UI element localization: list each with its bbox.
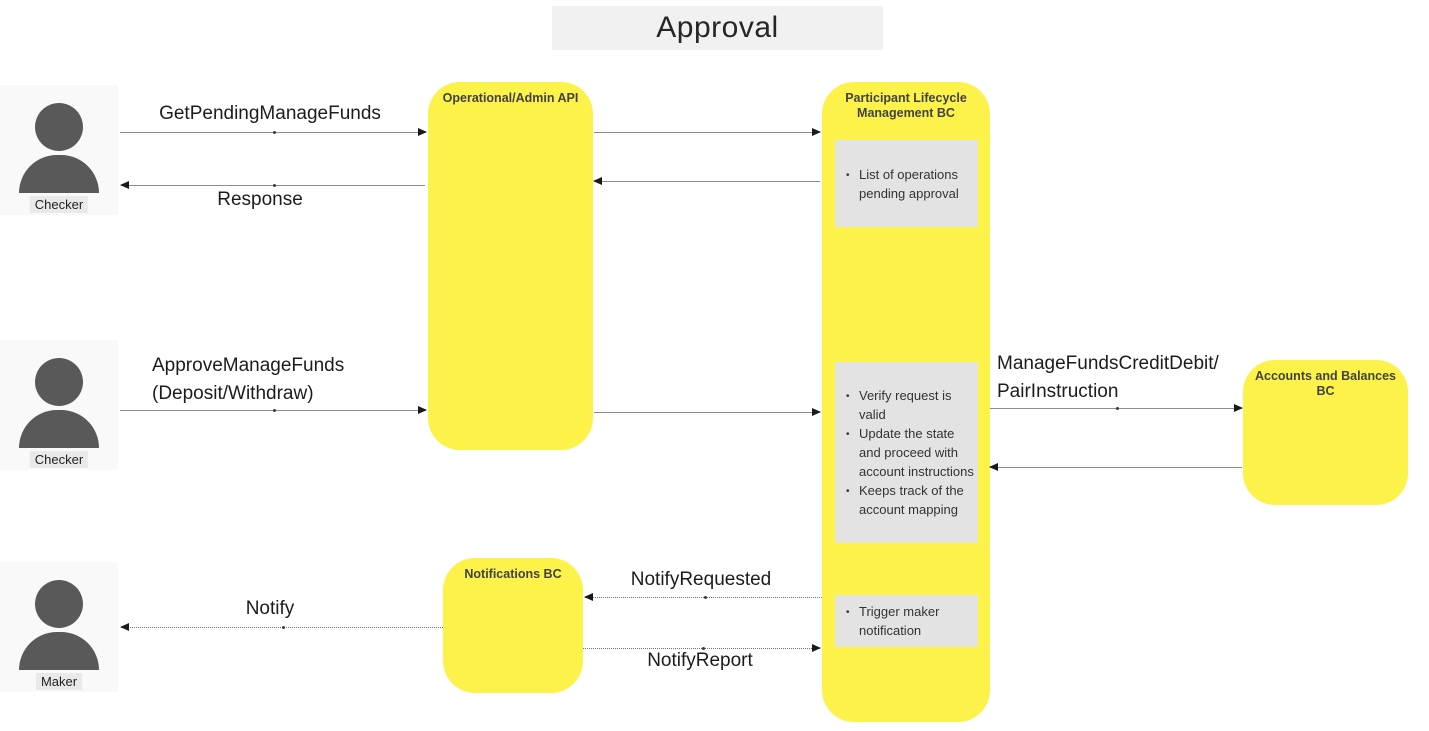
- person-shoulders: [19, 155, 99, 193]
- person-icon: [0, 85, 118, 215]
- message-label-notify-report: NotifyReport: [647, 650, 753, 671]
- note-item: Verify request is valid: [843, 386, 974, 424]
- box-notifications-bc: Notifications BC: [443, 558, 583, 693]
- actor-label: Maker: [35, 673, 83, 690]
- person-head: [35, 103, 83, 151]
- message-label-approve-line2: (Deposit/Withdraw): [152, 383, 314, 404]
- box-title: Operational/Admin API: [442, 91, 579, 105]
- arrow-getpending-checker-to-api: [120, 128, 427, 137]
- person-shoulders: [19, 410, 99, 448]
- arrow-notify-notifications-to-maker: [120, 623, 443, 632]
- arrow-approve-api-to-plm: [594, 408, 821, 417]
- note-pending-operations: List of operations pending approval: [835, 140, 978, 227]
- person-icon: [0, 340, 118, 470]
- arrow-response-plm-to-api: [593, 177, 820, 186]
- actor-label: Checker: [29, 451, 89, 468]
- box-title: Accounts and Balances BC: [1254, 369, 1396, 398]
- message-label-response: Response: [217, 189, 303, 210]
- box-operational-admin-api: Operational/Admin API: [428, 82, 593, 450]
- arrow-approve-checker-to-api: [120, 406, 427, 415]
- note-trigger-maker-notification: Trigger maker notification: [835, 595, 978, 647]
- person-head: [35, 358, 83, 406]
- arrow-return-abb-to-plm: [989, 463, 1242, 472]
- diagram-title: Approval: [552, 6, 883, 50]
- message-label-notify-requested: NotifyRequested: [630, 569, 772, 590]
- arrow-notifyreport-notifications-to-plm: [583, 644, 821, 653]
- box-title: Participant Lifecycle Management BC: [845, 91, 967, 120]
- message-label-notify: Notify: [245, 598, 295, 619]
- note-item: Trigger maker notification: [843, 602, 974, 640]
- person-icon: [0, 562, 118, 692]
- box-accounts-and-balances-bc: Accounts and Balances BC: [1243, 360, 1408, 505]
- actor-checker-middle: Checker: [0, 340, 118, 470]
- box-title: Notifications BC: [464, 567, 562, 581]
- note-item: Keeps track of the account mapping: [843, 481, 974, 519]
- arrow-getpending-api-to-plm: [594, 128, 821, 137]
- note-item: Update the state and proceed with accoun…: [843, 424, 974, 481]
- note-item: List of operations pending approval: [843, 165, 974, 203]
- actor-checker-top: Checker: [0, 85, 118, 215]
- message-label-approve-line1: ApproveManageFunds: [152, 355, 345, 376]
- actor-maker: Maker: [0, 562, 118, 692]
- message-label-manage-funds-line1: ManageFundsCreditDebit/: [997, 353, 1219, 374]
- box-participant-lifecycle-management-bc: Participant Lifecycle Management BC List…: [822, 82, 990, 722]
- message-label-manage-funds: ManageFundsCreditDebit/ PairInstruction: [997, 350, 1219, 406]
- message-label-manage-funds-line2: PairInstruction: [997, 381, 1119, 402]
- person-head: [35, 580, 83, 628]
- arrow-response-api-to-checker: [120, 181, 425, 190]
- message-label-get-pending: GetPendingManageFunds: [159, 103, 381, 124]
- message-label-approve: ApproveManageFunds (Deposit/Withdraw): [152, 352, 344, 408]
- actor-label: Checker: [29, 196, 89, 213]
- arrow-notifyrequested-plm-to-notifications: [584, 593, 822, 602]
- note-verify-update-track: Verify request is valid Update the state…: [835, 362, 978, 543]
- arrow-managefunds-plm-to-abb: [990, 404, 1243, 413]
- person-shoulders: [19, 632, 99, 670]
